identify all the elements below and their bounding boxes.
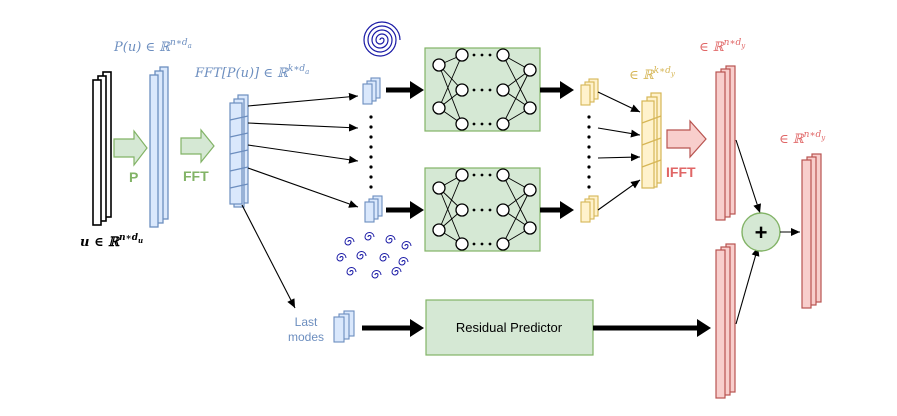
k-dy-label: ∈ ℝk∗dy: [629, 66, 676, 83]
thick-arrows-in: [386, 87, 412, 213]
fft-label: FFT: [183, 168, 209, 184]
output-mode-stack-bottom: [580, 195, 599, 223]
thick-arrowhead-bottom-out: [560, 201, 574, 219]
fft-fanout-arrows: [241, 92, 359, 309]
mlp-top: [424, 47, 541, 132]
residual-in-arrowhead: [410, 319, 424, 337]
pu-label: P(u) ∈ ℝn∗da: [113, 38, 192, 55]
thick-arrowhead-bottom-in: [410, 201, 424, 219]
mlp-bottom: [424, 167, 541, 252]
n-dy-top-label: ∈ ℝn∗dy: [699, 38, 746, 55]
final-output-stack: [801, 153, 822, 309]
p-arrow: [113, 129, 148, 167]
last-modes-label-line1: Last: [295, 315, 318, 329]
fft-arrow: [180, 128, 215, 164]
p-label: P: [129, 169, 138, 185]
residual-output-stack: [715, 243, 736, 399]
thick-arrows-out: [540, 87, 562, 213]
input-u-label: u ∈ ℝn∗du: [80, 233, 143, 250]
thick-arrowhead-top-in: [410, 81, 424, 99]
plus-icon: +: [755, 220, 768, 245]
high-frequency-spirals-icon: [336, 232, 412, 279]
low-frequency-spiral-icon: [363, 21, 401, 57]
residual-out-arrowhead: [697, 319, 711, 337]
ifft-label: IFFT: [666, 164, 696, 180]
ifft-arrow: [666, 119, 707, 159]
spectral-output-stack: [715, 65, 736, 221]
mode-stack-top: [362, 77, 381, 105]
output-mode-stack-top: [580, 78, 599, 106]
last-modes-label-line2: modes: [288, 330, 324, 344]
sum-input-arrows: [735, 139, 761, 325]
last-modes-stack: [333, 310, 355, 343]
output-modes-combined: [641, 92, 662, 189]
fft-pu-label: FFT[P(u)] ∈ ℝk∗da: [194, 64, 309, 81]
input-u-stack: [92, 71, 112, 226]
residual-predictor-label: Residual Predictor: [456, 320, 563, 335]
output-mode-ellipsis: [587, 115, 591, 189]
sum-node: +: [741, 212, 781, 252]
residual-predictor-box: Residual Predictor: [425, 299, 594, 356]
lifted-pu-stack: [149, 66, 169, 228]
fanin-arrows: [597, 91, 641, 211]
n-dy-right-label: ∈ ℝn∗dy: [779, 130, 826, 147]
thick-arrowhead-top-out: [560, 81, 574, 99]
mode-ellipsis: [369, 115, 373, 189]
mode-stack-bottom: [364, 195, 383, 223]
fft-pu-stack: [229, 94, 249, 208]
